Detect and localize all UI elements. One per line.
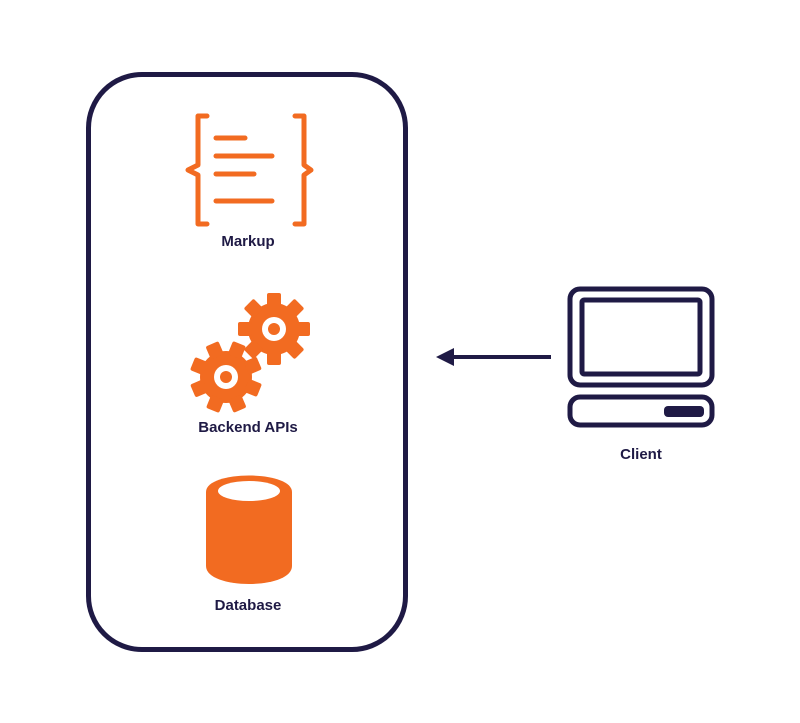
backend-apis-label: Backend APIs	[198, 419, 298, 436]
code-braces-icon	[185, 113, 314, 227]
database-icon	[206, 475, 292, 584]
client-label: Client	[620, 446, 662, 463]
gears-icon	[190, 293, 310, 413]
server-container	[86, 72, 408, 652]
database-label: Database	[214, 597, 282, 614]
arrow-left-icon	[436, 348, 551, 366]
markup-label: Markup	[221, 233, 275, 250]
desktop-computer-icon	[567, 286, 715, 428]
